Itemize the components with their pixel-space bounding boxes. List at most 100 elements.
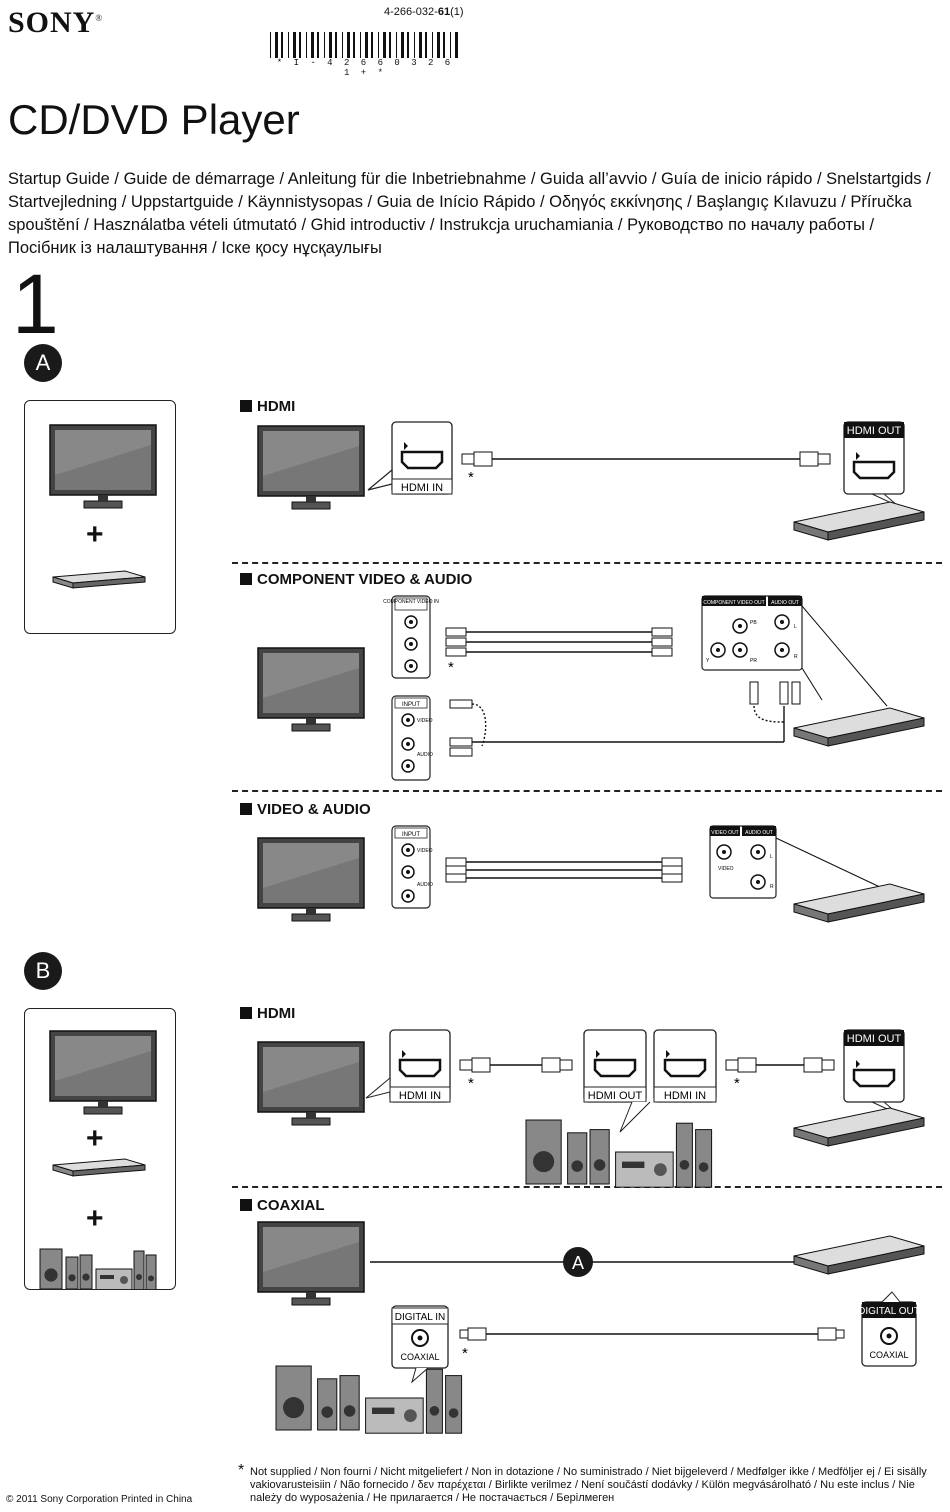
plus-sign: + (86, 1202, 104, 1235)
player-icon (793, 1107, 925, 1147)
digital-out-label: DIGITAL OUT (858, 1306, 920, 1317)
page-title: CD/DVD Player (8, 96, 300, 143)
footnote-text: Not supplied / Non fourni / Nicht mitgel… (250, 1466, 927, 1504)
hdmi-in-label: HDMI IN (399, 1090, 441, 1102)
section-a-badge: A (24, 344, 62, 382)
tv-icon (257, 1041, 365, 1126)
coaxial-cable-icon (459, 1327, 845, 1341)
component-out-jacks (710, 614, 790, 658)
tv-icon (257, 837, 365, 922)
section-b-badge: B (24, 952, 62, 990)
callout-pointer (801, 605, 888, 707)
port-arrow-icon (666, 1050, 670, 1058)
divider (232, 1186, 942, 1188)
divider (232, 562, 942, 564)
section-b-connection-diagrams: HDMI IN * HDMI OUT HDMI IN * HDMI OUT A … (257, 1029, 925, 1434)
audio-out-label-bar (742, 826, 776, 836)
section-b-overview-box (24, 1008, 176, 1292)
hdmi-port-icon (663, 1058, 707, 1078)
l-label: L (770, 854, 773, 860)
video-out-label-bar (710, 826, 740, 836)
connection-a-badge (563, 1247, 593, 1277)
av-receiver-hdmi-in-label: HDMI IN (664, 1090, 706, 1102)
barcode (270, 32, 458, 58)
not-supplied-star: * (468, 1075, 474, 1092)
part-number-suffix: (1) (450, 6, 464, 18)
section-b-coaxial-title: COAXIAL (240, 1197, 325, 1214)
player-icon (793, 707, 925, 747)
pb-label: PB (750, 620, 757, 626)
tv-icon (257, 1221, 365, 1306)
home-theatre-icon (525, 1119, 713, 1188)
not-supplied-star: * (462, 1345, 468, 1362)
component-video-out-label: COMPONENT VIDEO OUT (703, 600, 764, 606)
video-jack-label: VIDEO (417, 848, 433, 854)
not-supplied-star: * (734, 1075, 740, 1092)
digital-in-label: DIGITAL IN (395, 1312, 446, 1323)
player-icon (793, 883, 925, 923)
hdmi-in-label-bar (389, 1086, 451, 1103)
coaxial-label: COAXIAL (400, 1352, 439, 1362)
callout-pointer (411, 1367, 429, 1384)
r-label: R (794, 654, 798, 660)
input-label-bar (394, 827, 428, 839)
hdmi-in-label-bar (391, 478, 453, 495)
audio-jack-label: AUDIO (417, 882, 433, 888)
hdmi-port-icon (852, 460, 896, 480)
section-a-video-audio-title: VIDEO & AUDIO (240, 801, 371, 818)
home-theatre-icon (39, 1248, 157, 1292)
part-number-prefix: 4-266-032- (384, 6, 438, 18)
video-out-label: VIDEO OUT (711, 830, 739, 836)
coaxial-jack-center (886, 1333, 892, 1339)
registered-mark: ® (95, 13, 104, 23)
overview-tv-player-illustration (49, 424, 157, 589)
av-jacks (401, 843, 415, 903)
tv-icon (257, 425, 365, 510)
port-arrow-icon (404, 442, 408, 450)
component-cable-icon (445, 627, 673, 657)
component-video-in-label: COMPONENT VIDEO IN (383, 599, 439, 605)
input-label: INPUT (402, 832, 420, 838)
home-theatre-icon (275, 1365, 463, 1434)
step-number: 1 (12, 257, 59, 351)
startup-guide-languages: Startup Guide / Guide de démarrage / Anl… (8, 170, 931, 257)
hdmi-out-label: HDMI OUT (847, 425, 902, 437)
plus-sign: + (86, 518, 104, 551)
digital-in-label-bar (391, 1307, 449, 1325)
component-label-bar (394, 597, 428, 611)
player-icon (793, 501, 925, 541)
video-audio-out-panel (709, 825, 777, 899)
hdmi-port-icon (400, 450, 444, 470)
connection-a-label: A (572, 1253, 584, 1273)
not-supplied-star: * (448, 659, 454, 676)
hdmi-cable-icon (459, 1057, 573, 1073)
callout-pointer (881, 1291, 901, 1303)
section-a-connection-diagrams: HDMI IN * HDMI OUT COMPONENT VIDEO IN IN… (257, 421, 925, 923)
player-icon (52, 1158, 146, 1177)
audio-out-label-bar (768, 596, 802, 606)
audio-out-label: AUDIO OUT (771, 600, 799, 606)
y-label: Y (706, 658, 710, 664)
hdmi-out-label: HDMI OUT (847, 1033, 902, 1045)
callout-pointer (775, 837, 883, 889)
callout-pointer (367, 468, 393, 491)
coaxial-jack-center (417, 1335, 423, 1341)
port-arrow-icon (856, 1060, 860, 1068)
not-supplied-footnote: * Not supplied / Non fourni / Nicht mitg… (238, 1463, 940, 1505)
hdmi-cable-icon (725, 1057, 835, 1073)
hdmi-out-label-bar (583, 1086, 647, 1103)
av-cable-icon (445, 857, 683, 883)
av-receiver-hdmi-out-label: HDMI OUT (588, 1090, 643, 1102)
port-arrow-icon (402, 1050, 406, 1058)
r-label: R (770, 884, 774, 890)
input-label-bar (394, 697, 428, 709)
pr-label: PR (750, 658, 757, 664)
callout-pointer (801, 667, 823, 701)
not-supplied-star: * (468, 469, 474, 486)
section-b-hdmi-title: HDMI (240, 1005, 295, 1022)
section-a-hdmi-title: HDMI (240, 398, 295, 415)
l-label: L (794, 624, 797, 630)
video-audio-out-jacks (716, 844, 766, 890)
component-jacks (404, 615, 418, 673)
av-jacks (401, 713, 415, 773)
